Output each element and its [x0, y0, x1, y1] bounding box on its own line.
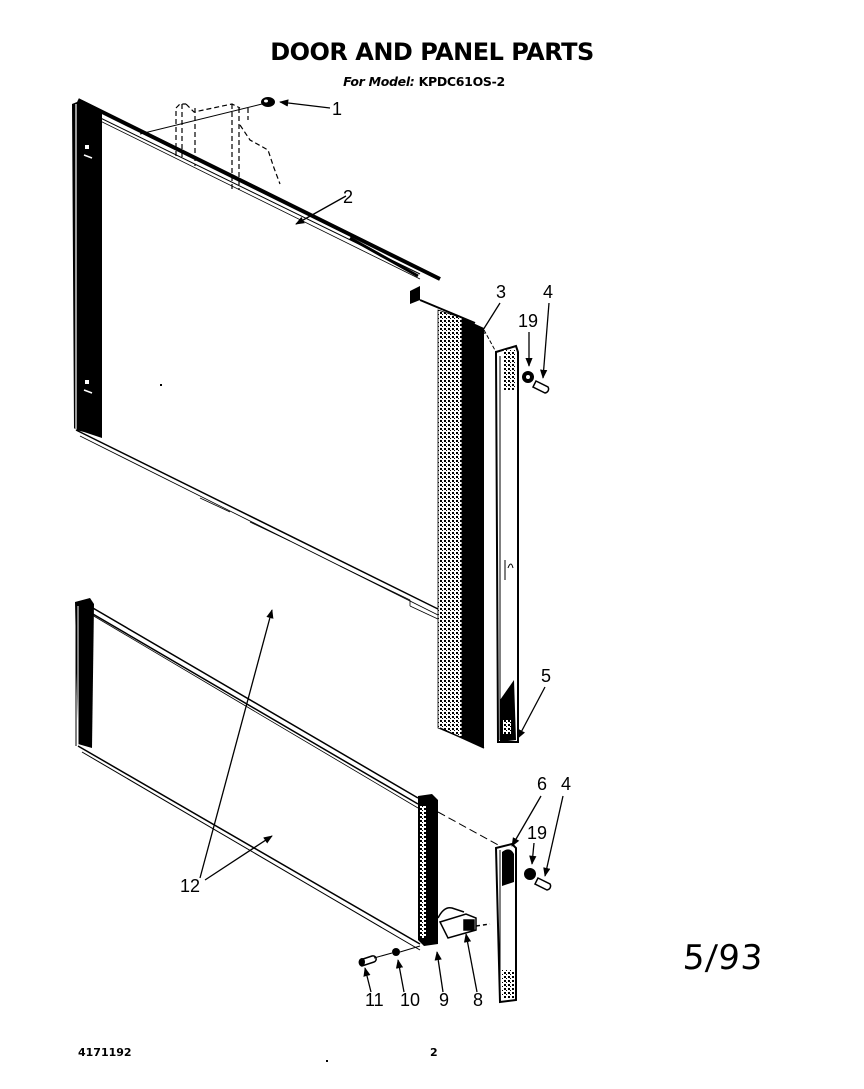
- right-trim-strip-upper: [483, 329, 519, 743]
- callout-8: 8: [473, 990, 483, 1010]
- lower-access-panel: [75, 598, 501, 951]
- part-11-screw: [358, 952, 393, 993]
- part-8-bracket: [437, 906, 491, 939]
- console-bracket-dashed: [175, 103, 281, 190]
- callout-5: 5: [541, 666, 551, 686]
- model-number: KPDC61OS-2: [418, 74, 506, 89]
- callout-19-upper: 19: [518, 311, 538, 331]
- document-number: 4171192: [78, 1046, 132, 1059]
- callout-2: 2: [343, 187, 353, 207]
- page-title: DOOR AND PANEL PARTS: [270, 38, 594, 66]
- callout-10: 10: [400, 990, 420, 1010]
- callout-3: 3: [496, 282, 506, 302]
- handwritten-date: 5/93: [681, 938, 765, 978]
- outer-door-panel: [72, 98, 485, 749]
- part-4-screw-lower: [533, 795, 564, 891]
- callout-4-lower: 4: [561, 774, 571, 794]
- callout-19-lower: 19: [527, 823, 547, 843]
- callout-1: 1: [332, 99, 342, 119]
- part-10-washer: [392, 945, 421, 993]
- right-trim-strip-lower: [494, 842, 517, 1004]
- part-19-washer-upper: [522, 332, 534, 383]
- model-subtitle: For Model: KPDC61OS-2: [0, 74, 856, 89]
- page-number: 2: [430, 1046, 438, 1059]
- callout-6: 6: [537, 774, 547, 794]
- callout-labels: 1 2 3 4 19 5 6 4 19 12 11 10 9 8: [180, 99, 571, 1010]
- callout-11: 11: [365, 990, 384, 1010]
- callout-9: 9: [439, 990, 449, 1010]
- part-1-screw: [139, 97, 331, 135]
- part-19-washer-lower: [524, 842, 537, 880]
- model-label: For Model:: [343, 74, 415, 89]
- callout-4-upper: 4: [543, 282, 553, 302]
- callout-12: 12: [180, 876, 200, 896]
- part-4-screw-upper: [531, 302, 550, 394]
